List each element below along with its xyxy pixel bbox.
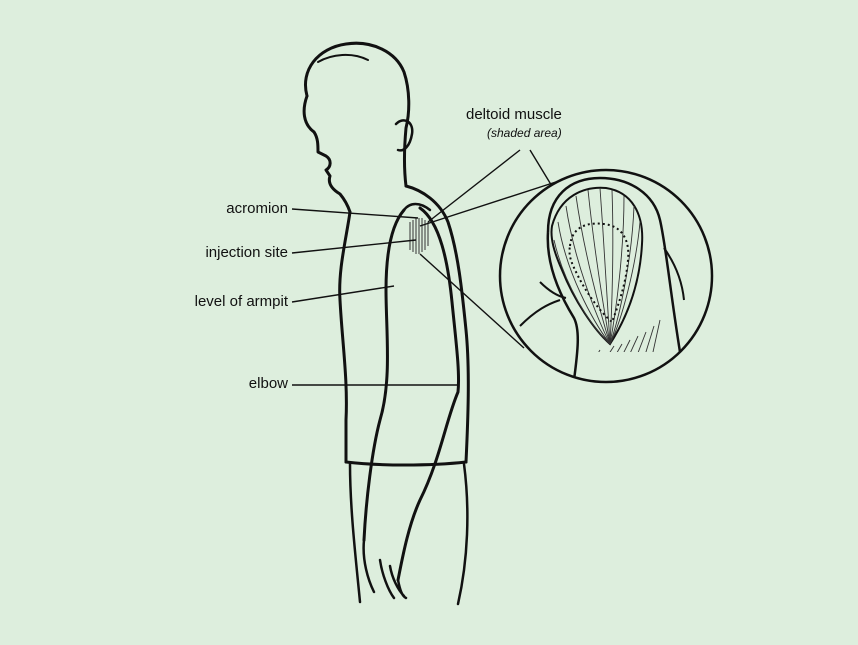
label-elbow: elbow [150,375,288,392]
injection-site-shading [410,218,428,254]
arm-outer-outline [364,210,404,540]
head-back-outline [305,43,408,186]
deltoid-leader-left [428,150,520,222]
label-shaded-area: (shaded area) [487,126,562,140]
arm-inner-outline [398,208,459,580]
label-level-of-armpit: level of armpit [130,293,288,310]
back-outline [406,186,468,462]
leg-front-outline [350,464,360,602]
acromion-leader-line [292,209,418,218]
hair-line [318,55,368,62]
leg-back-outline [458,464,467,604]
waist-line [346,462,466,465]
face-profile-outline [304,96,350,212]
deltoid-magnifier [500,170,712,384]
armpit-leader-line [292,286,394,302]
label-injection-site: injection site [130,244,288,261]
chest-outline [340,212,350,462]
label-acromion: acromion [150,200,288,217]
shoulder-cap-line [404,204,430,210]
label-deltoid-muscle: deltoid muscle [466,106,562,123]
injection-site-leader-line [292,240,416,253]
